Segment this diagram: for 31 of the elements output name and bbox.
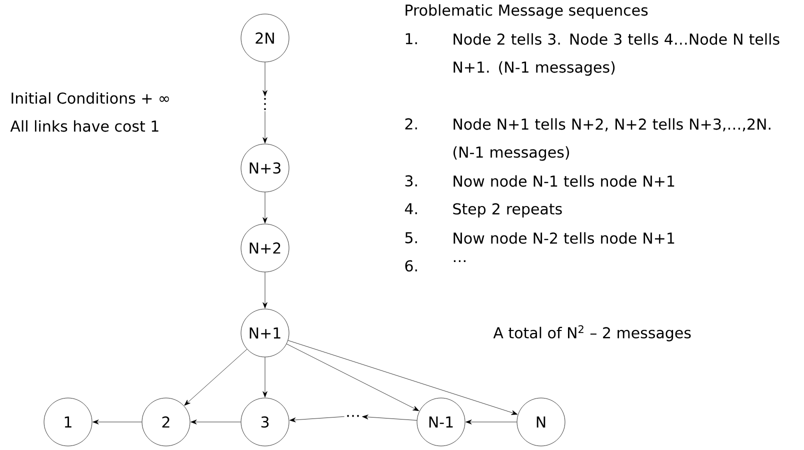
list-number: 2. (405, 118, 417, 130)
note-text: Initial Conditions + ∞ (12, 92, 169, 104)
list-item: Step 2 repeats (453, 203, 562, 218)
arrow (290, 416, 344, 422)
arrow (466, 420, 517, 424)
list-number: 6. (405, 260, 417, 272)
arrow (262, 62, 268, 96)
list-number: 3. (405, 175, 417, 187)
arrow (262, 272, 268, 308)
list-item: Now node N-2 tells node N+1 (454, 232, 674, 244)
arrow (262, 192, 268, 224)
arrow (92, 420, 142, 424)
list-item: Node 2 tells 3. Node 3 tells 4…Node N tells N+1. (N-1 messages) (454, 33, 780, 76)
list-number: 4. (404, 203, 417, 214)
list-number: 5. (405, 232, 417, 244)
ellipsis: … (347, 415, 359, 417)
list-item: Now node N-1 tells node N+1 (454, 175, 674, 187)
list-number: 1. (406, 33, 417, 44)
list-item: Node N+1 tells N+2, N+2 tells N+3,…,2N. (N-1 messages) (454, 118, 770, 161)
arrow (190, 420, 241, 424)
ellipsis: ⋮ (264, 98, 266, 110)
summary-text: A total of N$^{2}$ – 2 messages (493, 325, 691, 342)
arrow (362, 414, 418, 421)
arrow (288, 340, 518, 415)
arrow (286, 344, 420, 411)
arrow (262, 111, 268, 144)
arrow (184, 348, 248, 406)
list-item: … (454, 260, 466, 262)
arrow (262, 357, 268, 398)
note-text: All links have cost 1 (10, 120, 158, 132)
list-heading: Problematic Message sequences (406, 4, 648, 19)
